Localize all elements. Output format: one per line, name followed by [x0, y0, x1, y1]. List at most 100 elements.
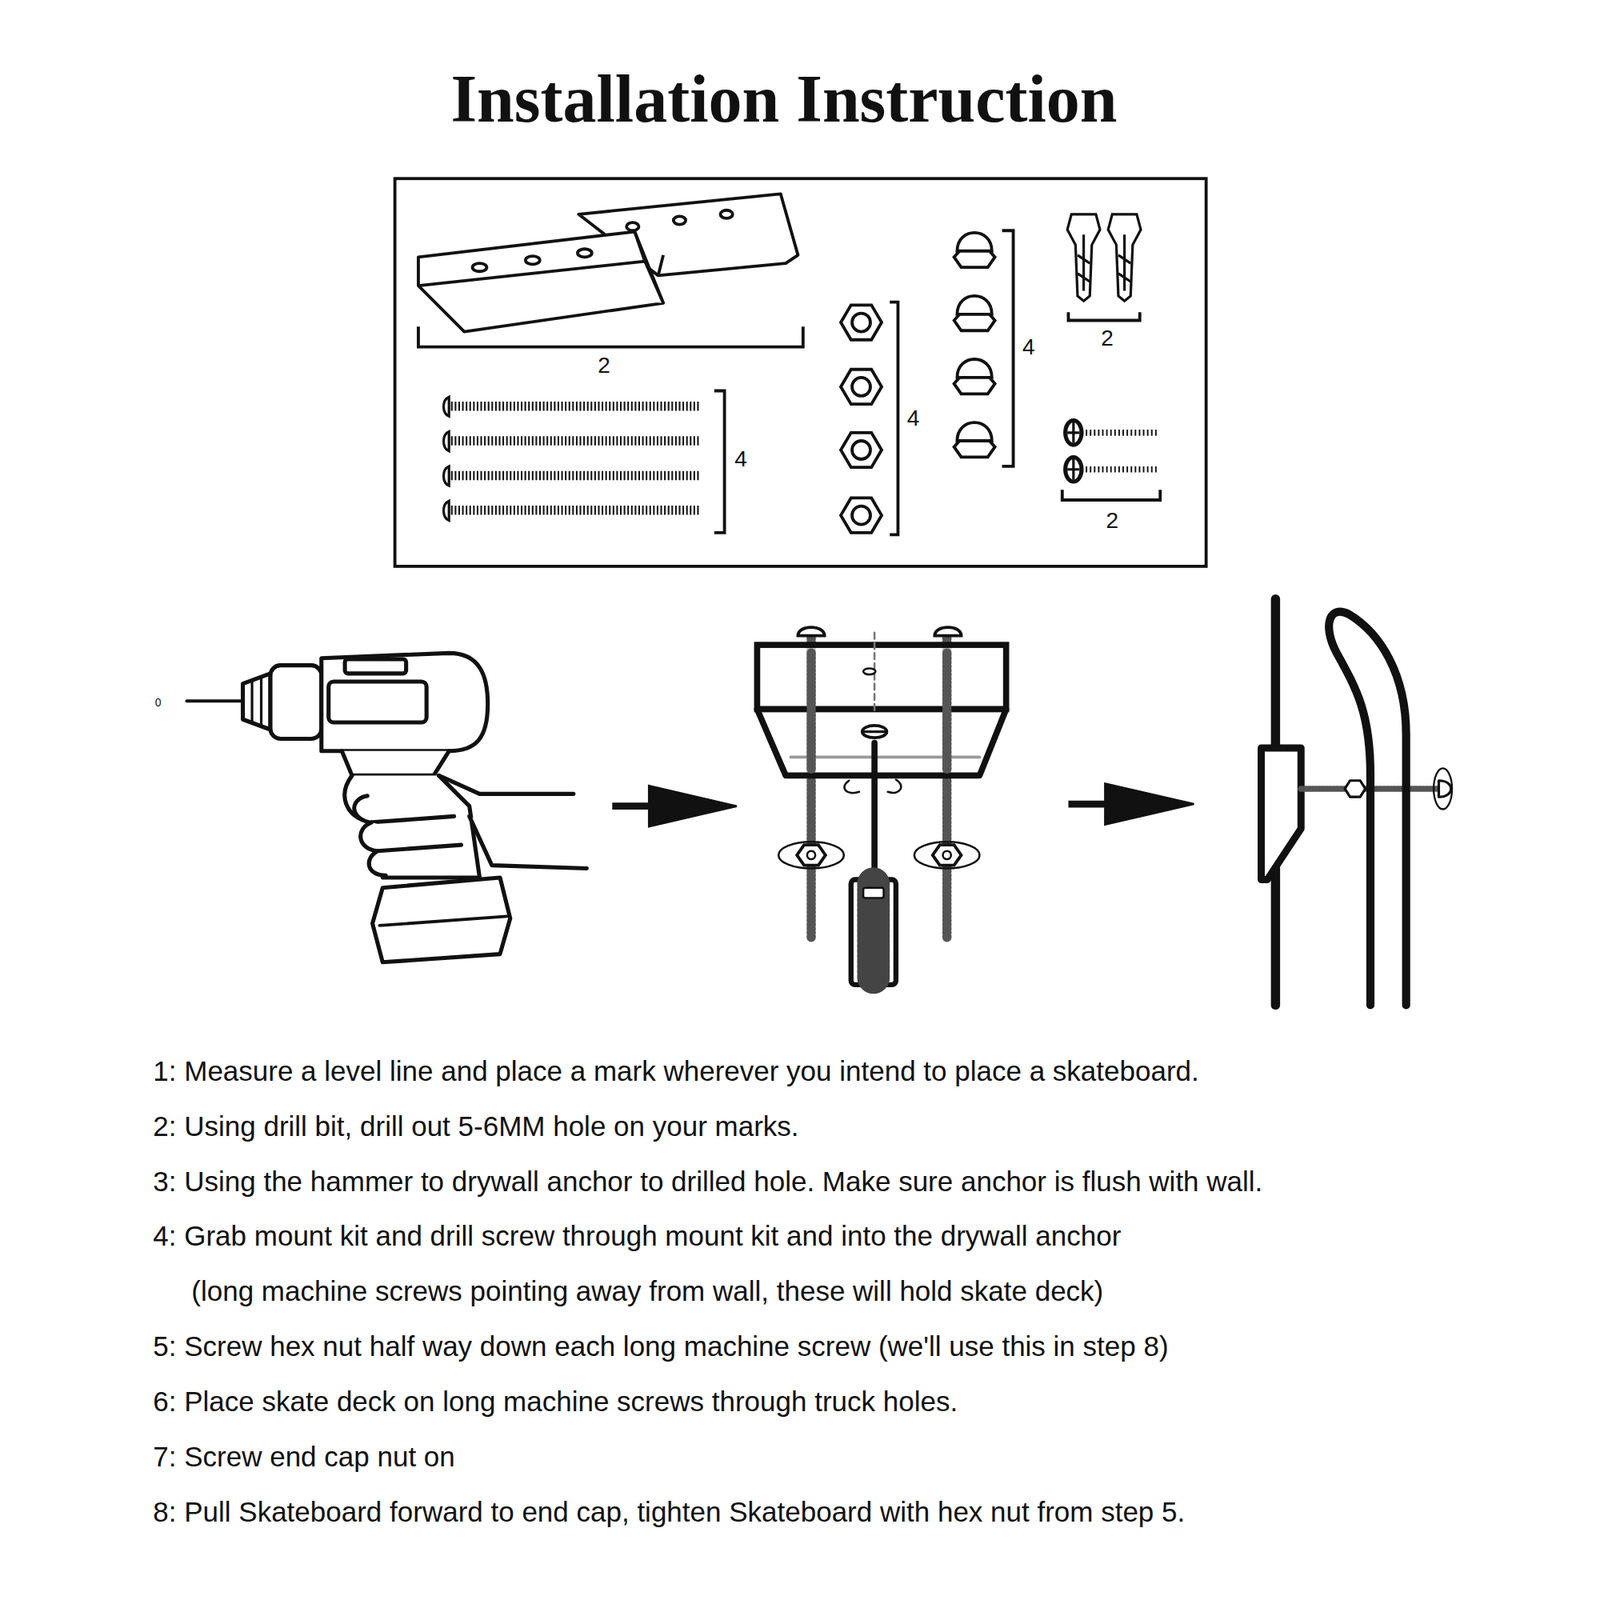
drill-illustration [186, 699, 243, 703]
drywall-anchors [1118, 234, 1131, 291]
instruction-step: 3: Using the hammer to drywall anchor to… [152, 1154, 1263, 1210]
machine-screws [451, 471, 700, 480]
hex-nuts [840, 304, 882, 532]
count-bracket [1062, 489, 1160, 500]
count-label: 4 [734, 448, 748, 471]
mount-assembly [851, 879, 896, 984]
count-bracket [418, 326, 804, 348]
mount-bars [418, 261, 664, 304]
mount-assembly [862, 725, 888, 738]
wood-screws [1065, 420, 1082, 446]
machine-screws [451, 401, 700, 411]
machine-screws [444, 432, 700, 452]
mount-bars [720, 210, 733, 219]
title: Installation Instruction [0, 57, 1568, 141]
step-arrow [612, 802, 653, 810]
mount-assembly [796, 844, 826, 866]
mount-assembly [756, 627, 1006, 985]
mount-assembly [888, 779, 902, 792]
wood-screws [1065, 456, 1082, 482]
mount-bars [626, 222, 639, 231]
mounted-deck [1261, 748, 1302, 880]
mount-bars [472, 263, 488, 272]
wood-screws [1065, 420, 1159, 483]
hex-nuts [852, 440, 871, 460]
drill-illustration [469, 816, 588, 868]
machine-screws [444, 396, 450, 416]
hex-nuts [840, 432, 882, 468]
drill-illustration [379, 916, 507, 925]
count-bracket [1002, 230, 1014, 467]
mount-assembly [844, 780, 860, 793]
wood-screws [1081, 429, 1159, 436]
cap-nuts [956, 232, 992, 252]
mount-assembly [806, 652, 816, 771]
cap-nuts [956, 422, 992, 441]
mount-assembly [863, 668, 876, 675]
mount-assembly [934, 627, 961, 636]
mounted-deck [1300, 785, 1452, 792]
count-label: 2 [1100, 327, 1114, 350]
hex-nuts [852, 377, 871, 396]
mounted-deck [1438, 780, 1451, 797]
mount-bars [634, 232, 645, 262]
instruction-step: 2: Using drill bit, drill out 5-6MM hole… [152, 1099, 799, 1155]
machine-screws [444, 500, 450, 520]
count-label: 2 [597, 354, 611, 377]
wood-screws [1081, 466, 1159, 473]
drill-illustration [372, 877, 511, 963]
machine-screws [444, 466, 700, 486]
instruction-step: 1: Measure a level line and place a mark… [152, 1044, 1199, 1100]
mount-bars [418, 232, 664, 332]
mount-assembly [871, 743, 878, 880]
mounted-deck [1261, 599, 1453, 1006]
mount-bars [673, 216, 686, 224]
count-label: 2 [1106, 509, 1120, 532]
mounted-deck [1344, 780, 1366, 797]
mount-bars [525, 256, 540, 264]
drill-illustration [368, 851, 386, 876]
machine-screws [451, 436, 700, 445]
cap-nuts [954, 232, 996, 458]
hex-nuts [852, 313, 871, 332]
cap-nuts [956, 359, 992, 378]
drill-illustration [344, 659, 407, 674]
hex-nuts [840, 497, 882, 532]
count-bracket [1068, 312, 1140, 320]
drill-illustration [344, 775, 480, 878]
machine-screws [444, 432, 450, 452]
cap-nuts [956, 296, 992, 315]
drill-illustration [438, 775, 573, 794]
instruction-step: 8: Pull Skateboard forward to end cap, t… [152, 1484, 1185, 1540]
mount-assembly [806, 637, 816, 939]
step-arrow [1104, 784, 1194, 825]
mount-assembly [932, 844, 962, 866]
instruction-step: 5: Screw hex nut half way down each long… [152, 1319, 1168, 1375]
machine-screws [451, 505, 700, 515]
count-label: 4 [1022, 336, 1036, 359]
wood-screws [1067, 422, 1080, 444]
count-label: 4 [907, 407, 920, 430]
instruction-step: 4: Grab mount kit and drill screw throug… [152, 1208, 1156, 1320]
hex-nuts [852, 506, 871, 525]
count-bracket [889, 302, 898, 536]
drywall-anchors [1067, 214, 1100, 301]
drill-illustration [341, 751, 449, 776]
drill-illustration [243, 673, 271, 730]
mount-bars [658, 255, 664, 276]
mount-assembly [942, 652, 952, 771]
machine-screws [444, 500, 700, 520]
machine-screws [444, 396, 700, 416]
wood-screws [1067, 459, 1080, 480]
step-arrow [1068, 800, 1109, 808]
mount-assembly [807, 851, 816, 860]
parts-box [395, 178, 1207, 567]
count-bracket [714, 391, 725, 533]
mounted-deck [1433, 768, 1452, 809]
mount-assembly [864, 730, 885, 733]
hex-nuts [840, 369, 882, 404]
drywall-anchors [1077, 234, 1090, 291]
mount-assembly [914, 841, 980, 868]
mount-bars [577, 248, 592, 257]
mount-assembly [856, 884, 890, 980]
